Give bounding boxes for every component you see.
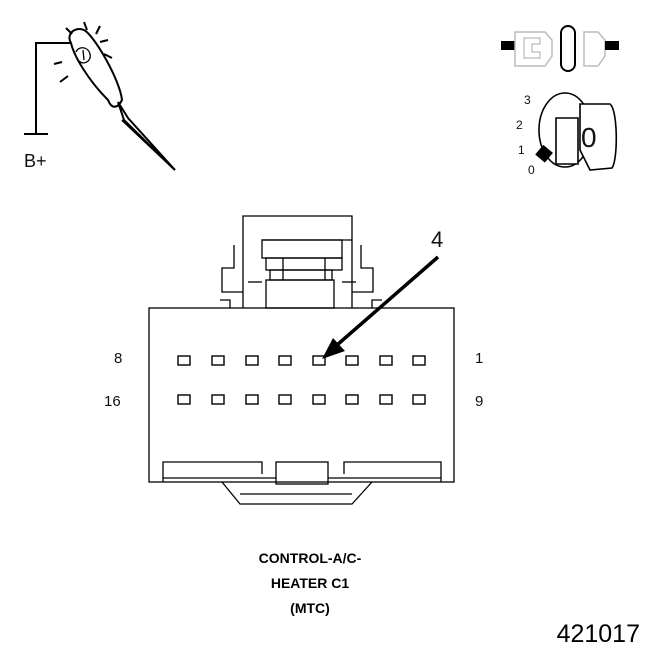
cavity-4	[312, 355, 326, 366]
ignition-key-label: 0	[581, 122, 597, 153]
cavity-8	[177, 355, 191, 366]
disconnect-icon	[501, 25, 619, 72]
cavity-3	[345, 355, 359, 366]
cavity-14	[245, 394, 259, 405]
connector-caption-line2: HEATER C1	[270, 575, 350, 591]
pin-label-8: 8	[114, 350, 123, 367]
cavity-1	[412, 355, 426, 366]
figure-number: 421017	[556, 620, 640, 648]
cavity-9	[412, 394, 426, 405]
cavity-7	[211, 355, 225, 366]
ignition-position-3: 3	[524, 93, 531, 107]
ignition-key-icon	[535, 92, 618, 171]
terminal-cavities	[177, 355, 426, 405]
connector-caption-line1: CONTROL-A/C-	[258, 550, 362, 566]
pin-label-16: 16	[104, 393, 121, 410]
pin-label-9: 9	[475, 393, 484, 410]
test-light-icon	[24, 28, 176, 171]
b-plus-label: B+	[24, 151, 47, 171]
cavity-13	[278, 394, 292, 405]
connector-housing	[148, 215, 455, 505]
cavity-10	[379, 394, 393, 405]
cavity-2	[379, 355, 393, 366]
ignition-position-0: 0	[528, 163, 535, 177]
light-rays-icon	[53, 21, 113, 83]
ignition-position-1: 1	[518, 143, 525, 157]
cavity-11	[345, 394, 359, 405]
ignition-position-2: 2	[516, 118, 523, 132]
cavity-15	[211, 394, 225, 405]
callout-number: 4	[431, 227, 444, 252]
cavity-16	[177, 394, 191, 405]
cavity-6	[245, 355, 259, 366]
pin-label-1: 1	[475, 350, 484, 367]
connector-caption-line3: (MTC)	[290, 600, 330, 616]
callout-arrow	[322, 255, 440, 359]
cavity-5	[278, 355, 292, 366]
cavity-12	[312, 394, 326, 405]
